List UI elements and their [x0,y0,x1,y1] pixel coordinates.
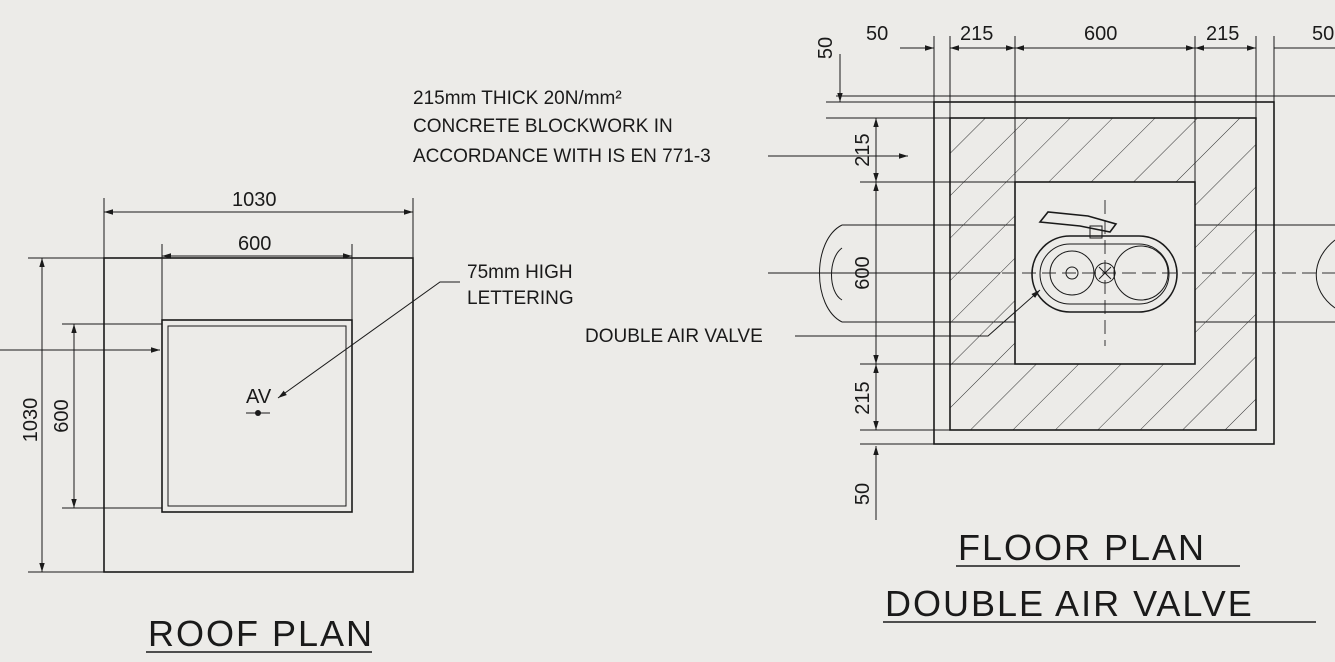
valve-body-inner [1039,243,1170,305]
dim-overall-height: 1030 [20,398,42,443]
dim-left-1: 215 [852,133,874,166]
cover-lettering: AV [246,386,272,408]
dim-top-0: 50 [866,23,888,45]
access-cover-tread [167,325,347,507]
dim-left-3: 215 [852,381,874,414]
dim-cover-height: 600 [51,399,73,432]
dim-top-2: 600 [1084,23,1117,45]
blockwork-outer-edge [949,117,1257,431]
pipe-break-right [1315,239,1335,309]
access-cover-outer [161,319,353,513]
dim-overall-width: 1030 [232,189,277,211]
blockwork-note: 215mm THICK 20N/mm² CONCRETE BLOCKWORK I… [413,88,908,167]
valve-stem [1089,225,1103,239]
dim-top-4: 50 [1312,23,1334,45]
dim-left-4: 50 [852,483,874,505]
double-air-valve-symbol [1031,211,1178,313]
dim-top-3: 215 [1206,23,1239,45]
valve-handwheel [1038,211,1118,233]
note-lettering-line1: 75mm HIGH [467,262,573,283]
isolating-valve-cross [1098,266,1112,280]
roof-plan: AV 1030 600 1030 600 75mm HIGH LETTERING… [0,189,574,654]
isolating-valve [1094,262,1116,284]
dim-left-2: 600 [852,256,874,289]
note-valve-label: DOUBLE AIR VALVE [585,326,763,347]
valve-orifice-right [1113,245,1169,301]
valve-orifice-left [1049,250,1095,296]
leader-valve [795,289,1041,337]
floor-plan-subtitle: DOUBLE AIR VALVE [885,583,1254,624]
valve-orifice-left-core [1065,266,1079,280]
note-blockwork-line1: 215mm THICK 20N/mm² [413,88,622,109]
dim-left-0: 50 [815,37,837,59]
dim-cover-width: 600 [238,233,271,255]
valve-body [1031,235,1178,313]
pipe-break-left-inner [831,247,843,301]
roof-plan-title: ROOF PLAN [148,613,374,654]
leader-lettering [277,281,460,399]
note-blockwork-line3: ACCORDANCE WITH IS EN 771-3 [413,146,711,167]
floor-plan: DOUBLE AIR VALVE 50 215 600 215 50 50 21 [585,23,1335,624]
note-blockwork-line2: CONCRETE BLOCKWORK IN [413,116,673,137]
floor-plan-title: FLOOR PLAN [958,527,1206,568]
dim-top-1: 215 [960,23,993,45]
note-lettering-line2: LETTERING [467,288,574,309]
